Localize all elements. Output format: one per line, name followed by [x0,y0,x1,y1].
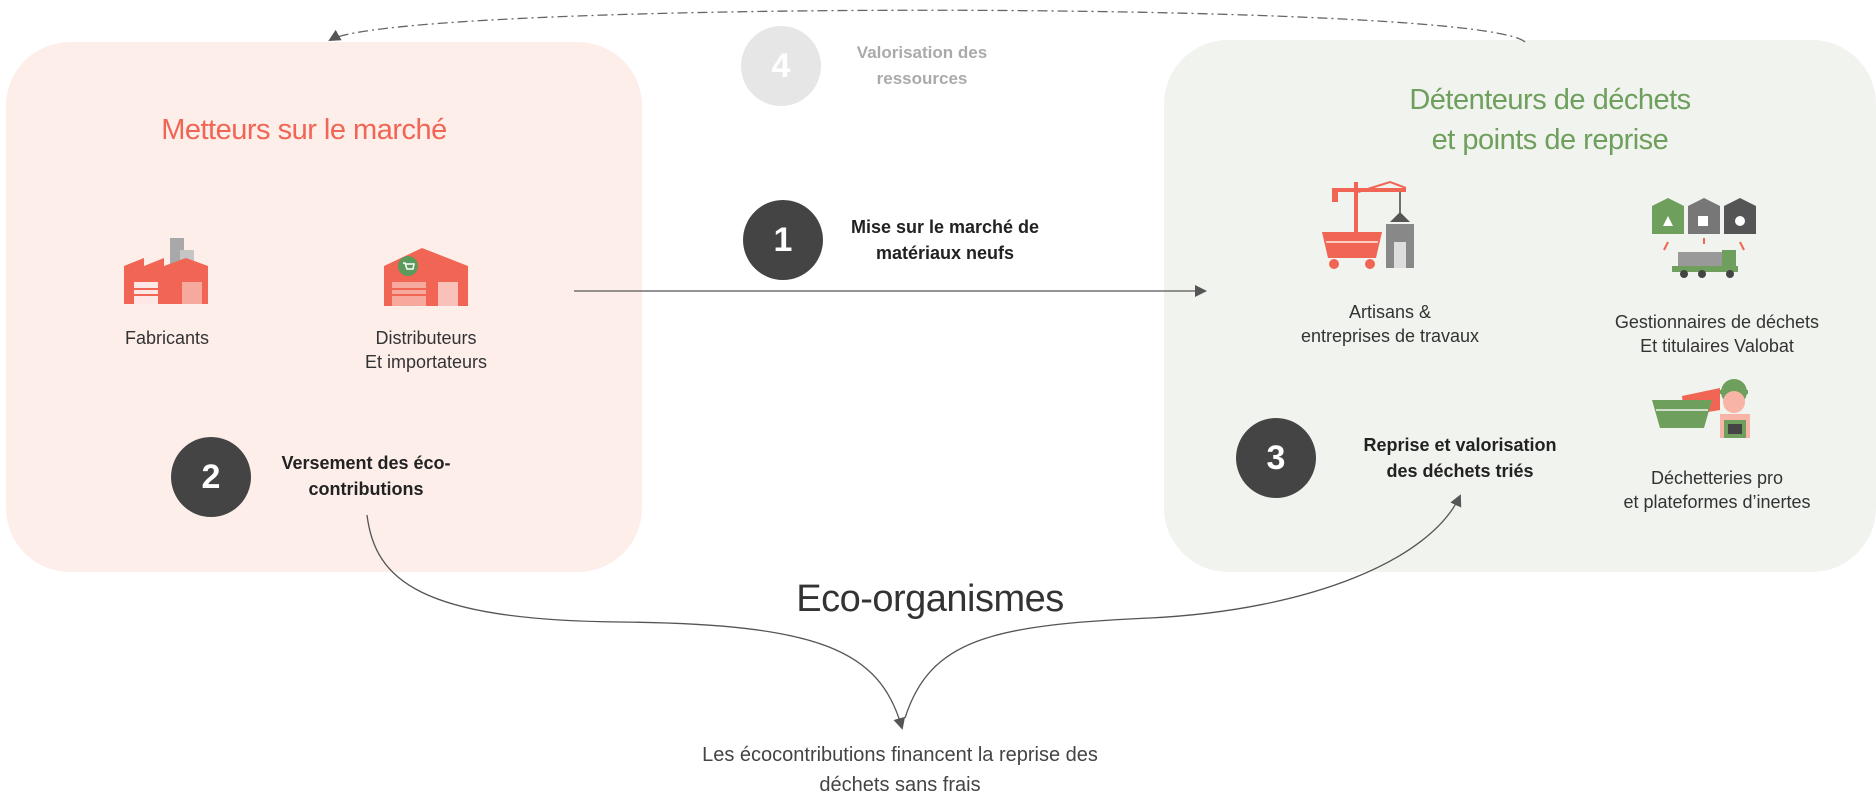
contribution-flow-curve [366,514,906,730]
gestionnaires-label: Gestionnaires de déchets Et titulaires V… [1592,310,1842,358]
step-4-label: Valorisation des ressources [832,40,1012,92]
market-actors-title: Metteurs sur le marché [161,114,447,146]
dechetteries-label: Déchetteries pro et plateformes d’inerte… [1592,466,1842,514]
step-3-badge: 3 [1236,418,1316,498]
step-4-badge: 4 [741,26,821,106]
artisans-label-line1: Artisans & [1348,302,1432,322]
waste-holders-title-line1: Détenteurs de déchets [1409,84,1691,116]
waste-holders-title-line2: et points de reprise [1431,124,1669,156]
funding-flow-curve [904,494,1462,719]
eco-organismes-title: Eco-organismes [796,578,1064,620]
step-2-badge: 2 [171,437,251,517]
sorting-depot-icon [1652,198,1756,278]
artisans-label: Artisans & entreprises de travaux [1270,300,1510,348]
step-1-label-line1: Mise sur le marché de [850,217,1040,237]
distributeurs-label-line1: Distributeurs [375,328,477,348]
funding-note-line2: déchets sans frais [819,774,981,796]
step-4-label-line1: Valorisation des [856,43,988,62]
dechetteries-label-line1: Déchetteries pro [1650,468,1784,488]
gestionnaires-label-line2: Et titulaires Valobat [1640,336,1794,356]
step-3-label-line1: Reprise et valorisation [1363,435,1557,455]
step-2-label-line2: contributions [308,479,424,499]
step-1-label-line2: matériaux neufs [875,243,1015,263]
step-2-label-line1: Versement des éco- [281,453,451,473]
resource-return-arrow [328,9,1526,43]
market-actors-panel [6,42,642,572]
dechetteries-label-line2: et plateformes d’inertes [1623,492,1811,512]
waste-holders-title: Détenteurs de déchets et points de repri… [1409,80,1691,160]
factory-icon [124,238,208,304]
step-3-label: Reprise et valorisation des déchets trié… [1340,432,1580,484]
fabricants-label: Fabricants [124,328,210,348]
artisans-label-line2: entreprises de travaux [1300,326,1480,346]
worker-skip-icon [1652,379,1750,438]
step-1-label: Mise sur le marché de matériaux neufs [830,214,1060,266]
distributeurs-label-line2: Et importateurs [364,352,488,372]
gestionnaires-label-line1: Gestionnaires de déchets [1614,312,1820,332]
shop-icon [384,248,468,306]
funding-note-line1: Les écocontributions financent la repris… [702,744,1098,766]
step-4-label-line2: ressources [876,69,968,88]
step-1-badge: 1 [743,200,823,280]
crane-skip-icon [1322,180,1414,269]
step-3-label-line2: des déchets triés [1386,461,1534,481]
step-2-label: Versement des éco- contributions [256,450,476,502]
distributeurs-label: Distributeurs Et importateurs [326,326,526,374]
funding-note: Les écocontributions financent la repris… [650,740,1150,800]
